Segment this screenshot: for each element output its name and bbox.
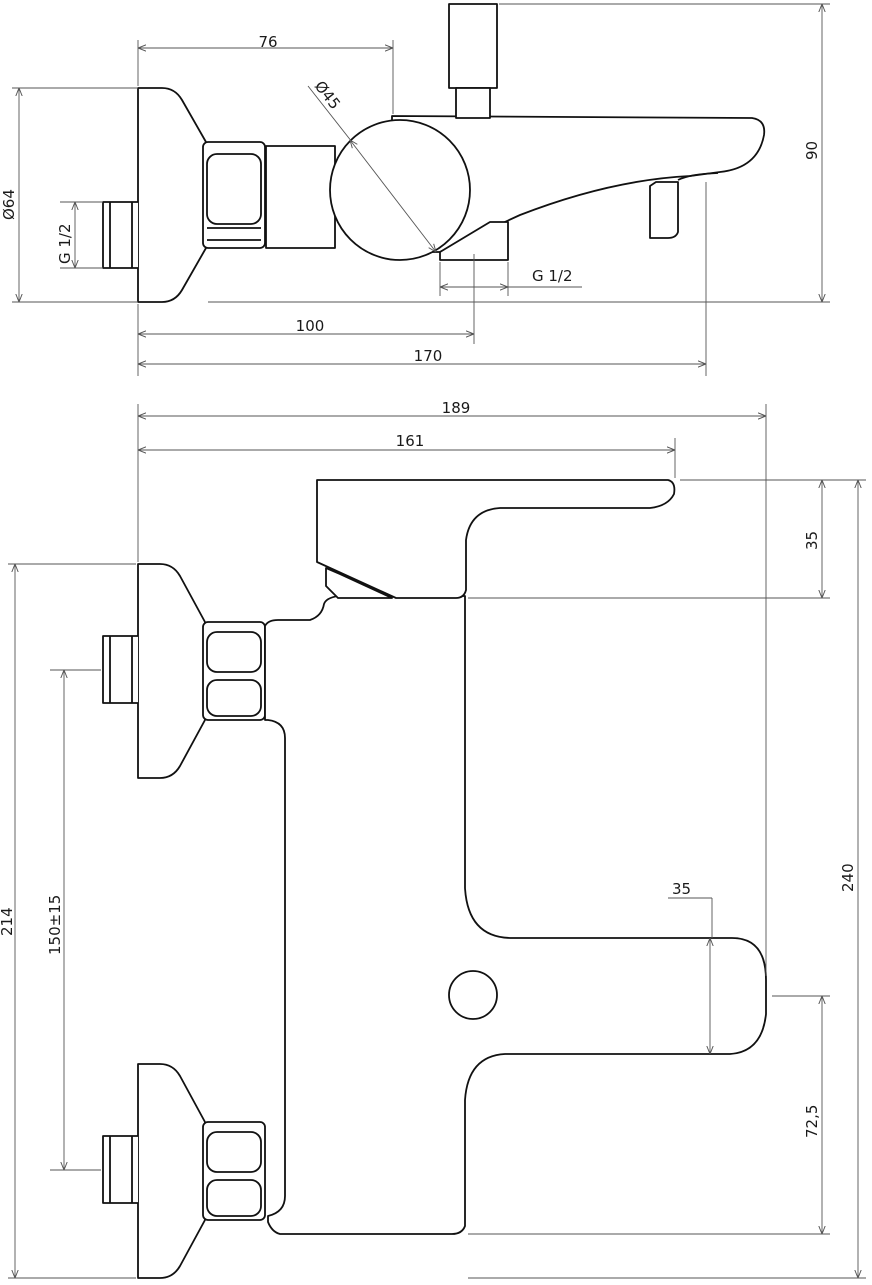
dim-161: 161 [396,432,425,450]
dim-150: 150±15 [46,895,64,955]
wall-flange-upper [137,563,206,779]
dim-35-spout: 35 [672,880,691,898]
diverter-knob-front [448,970,498,1020]
dim-189: 189 [442,399,471,417]
dim-100: 100 [296,317,325,335]
dim-g12-left: G 1/2 [56,223,74,264]
handle-base [325,567,393,599]
side-view [102,3,766,303]
body-connector-side [265,145,336,249]
inlet-thread-upper [102,635,138,704]
dim-g12-bottom: G 1/2 [532,267,573,285]
mixer-body-front [264,595,767,1235]
spout-aerator-side [649,181,679,239]
diverter-knob-side [448,3,498,89]
dim-dia45: Ø45 [311,77,344,112]
diverter-stem-side [455,87,491,119]
hex-nut-side [202,141,266,249]
inlet-thread-side [102,201,138,269]
handle-lever [316,479,676,599]
dim-90: 90 [803,141,821,160]
wall-flange-lower [137,1063,206,1279]
dim-76: 76 [258,33,277,51]
front-view [102,479,767,1279]
dim-240: 240 [839,863,857,892]
dim-214: 214 [0,907,16,936]
dim-dia64: Ø64 [0,189,18,220]
hex-nut-lower [202,1121,266,1221]
inlet-thread-lower [102,1135,138,1204]
dim-35-handle: 35 [803,531,821,550]
dim-72-5: 72,5 [803,1105,821,1138]
wall-flange-side [137,87,207,303]
shower-outlet-side [439,221,509,261]
hex-nut-upper [202,621,266,721]
dim-170: 170 [414,347,443,365]
spout-side [391,115,766,253]
front-view-dimensions: 189 161 35 240 72,5 35 214 150 [0,399,866,1279]
